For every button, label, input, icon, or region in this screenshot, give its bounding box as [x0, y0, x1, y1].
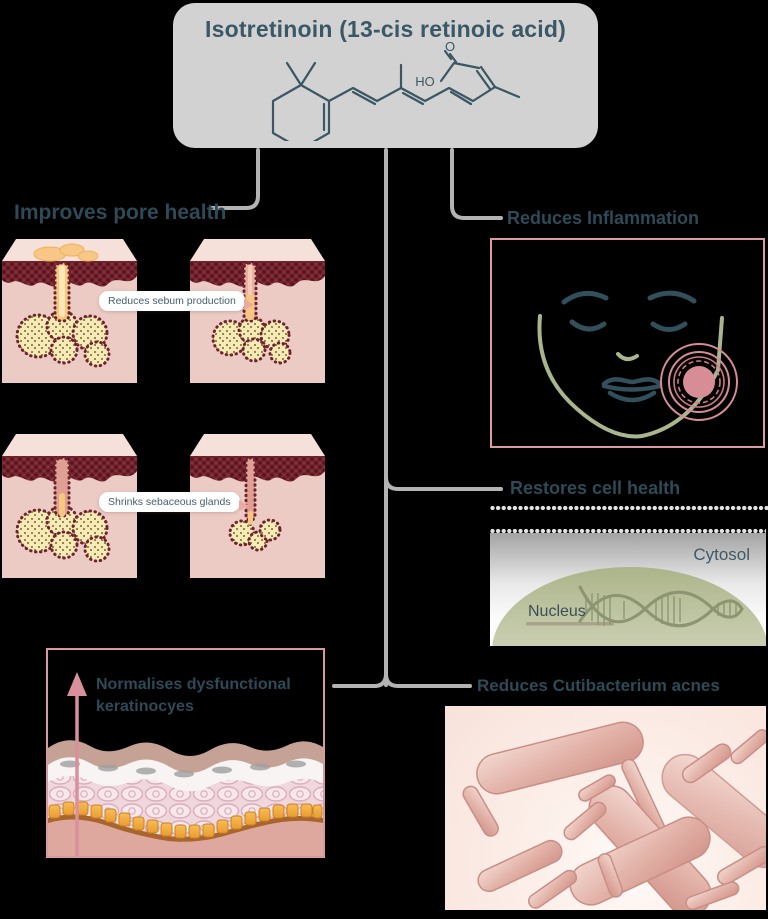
bacteria-illustration	[462, 721, 766, 910]
connector-keratinocytes	[332, 672, 388, 688]
skin-block-before-gland	[2, 434, 137, 578]
inflammation-spot	[660, 343, 738, 421]
label-reduces-sebum-production: Reduces sebum production	[99, 291, 254, 311]
cell-membrane-dots	[490, 505, 768, 511]
nucleus-dome	[492, 567, 766, 646]
dna-rungs	[585, 593, 737, 626]
page-title: Isotretinoin (13-cis retinoic acid)	[204, 16, 567, 42]
corneum-nuclei	[60, 760, 306, 778]
nucleus-illustration	[492, 567, 766, 646]
heading-reduces-cutibacterium-acnes: Reduces Cutibacterium acnes	[477, 676, 720, 695]
skin-block-after-sebum	[190, 239, 325, 383]
connector-pore-health	[210, 148, 260, 210]
heading-normalises-line2: keratinocyes	[96, 698, 194, 716]
right-eye-closed	[650, 321, 688, 332]
skin-layers-illustration	[48, 672, 323, 856]
isotretinoin-structure-icon: O HO	[271, 41, 521, 141]
heading-normalises-line1: Normalises dysfunctional	[96, 676, 291, 693]
right-eyebrow	[647, 290, 697, 304]
basal-cells	[48, 801, 323, 839]
c-acnes-panel	[445, 706, 766, 910]
lips	[601, 377, 663, 403]
up-arrow	[67, 672, 87, 856]
cytosol-area: Cytosol Nucleus	[490, 533, 766, 646]
nucleus-underline	[526, 622, 614, 626]
skin-block-after-gland	[190, 434, 325, 578]
cytosol-label: Cytosol	[693, 545, 750, 564]
nucleus-label: Nucleus	[528, 603, 586, 620]
inflammation-panel	[490, 238, 765, 448]
left-eyebrow	[561, 290, 609, 305]
left-eye-closed	[569, 319, 607, 332]
title-panel: Isotretinoin (13-cis retinoic acid)	[173, 3, 598, 148]
molecule-ho-label: HO	[415, 74, 435, 89]
heading-improves-pore-health: Improves pore health	[14, 201, 227, 224]
heading-normalises-keratinocytes: Normalises dysfunctional keratinocyes	[96, 674, 291, 719]
face-illustration	[537, 290, 738, 439]
connector-inflammation	[450, 148, 503, 220]
cell-health-panel: Cytosol Nucleus	[490, 528, 766, 646]
connector-c-acnes	[384, 672, 472, 688]
label-shrinks-sebaceous-glands: Shrinks sebaceous glands	[99, 492, 249, 512]
molecule-o-label: O	[445, 41, 455, 54]
heading-restores-cell-health: Restores cell health	[510, 478, 681, 498]
heading-reduces-inflammation: Reduces Inflammation	[507, 208, 700, 228]
keratinocytes-panel: Normalises dysfunctional keratinocyes	[46, 648, 325, 858]
cell-membrane-dots-top	[490, 528, 766, 534]
nose	[616, 352, 639, 361]
connector-cell-health	[384, 475, 503, 491]
skin-block-before-sebum	[2, 239, 137, 383]
